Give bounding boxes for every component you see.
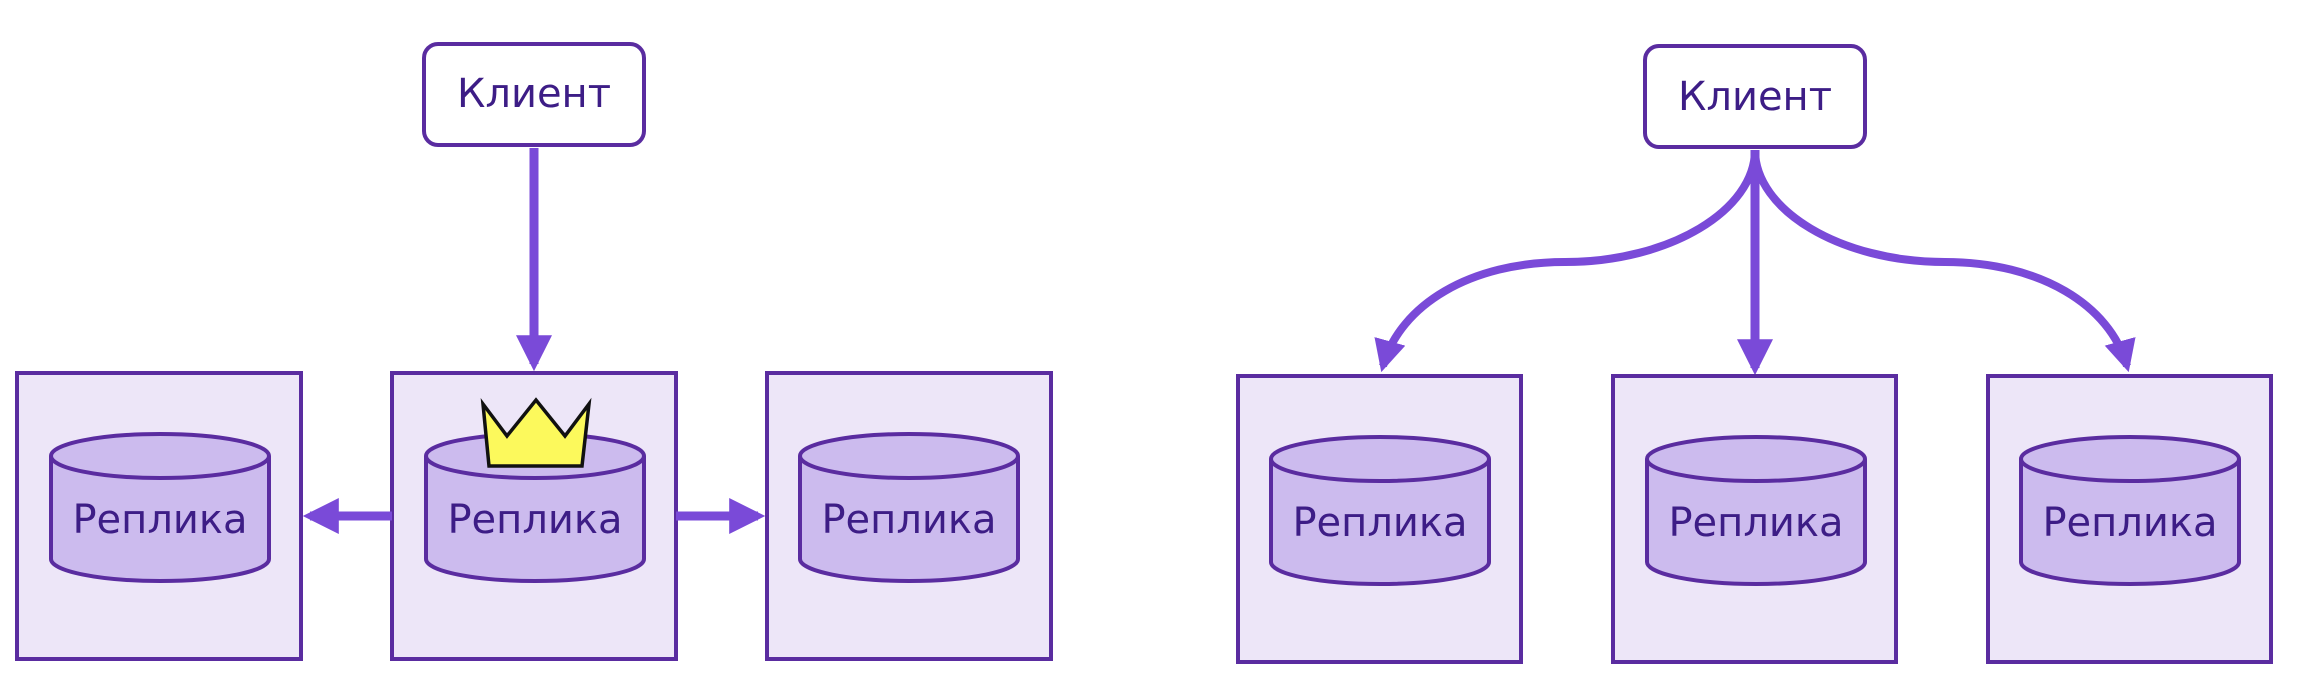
- crown-icon: [480, 397, 592, 468]
- database-cylinder-icon: [1269, 435, 1491, 586]
- right-replica-2: Реплика: [1611, 374, 1898, 664]
- right-replica-3: Реплика: [1986, 374, 2273, 664]
- database-cylinder-icon: [798, 432, 1020, 583]
- database-cylinder-icon: [2019, 435, 2241, 586]
- left-replica-1-label: Реплика: [72, 497, 247, 543]
- left-replica-1: Реплика: [15, 371, 303, 661]
- left-replica-3-label: Реплика: [821, 497, 996, 543]
- right-replica-1: Реплика: [1236, 374, 1523, 664]
- database-cylinder-icon: [1645, 435, 1867, 586]
- right-diagram: Клиент Реплика Реплика: [1236, 44, 2273, 664]
- left-diagram: Клиент Реплика Реплика: [15, 42, 1053, 661]
- database-cylinder-icon: [49, 432, 271, 583]
- left-replica-3: Реплика: [765, 371, 1053, 661]
- right-replica-3-label: Реплика: [2042, 500, 2217, 546]
- right-client-to-replica-3-arrow: [1751, 149, 2136, 373]
- left-replica-2-leader: Реплика: [390, 371, 678, 661]
- left-replica-2-label: Реплика: [447, 497, 622, 543]
- right-client-box: Клиент: [1643, 44, 1867, 149]
- right-replica-1-label: Реплика: [1292, 500, 1467, 546]
- right-client-label: Клиент: [1678, 74, 1832, 120]
- left-client-label: Клиент: [457, 71, 611, 117]
- right-client-to-replica-1-arrow: [1374, 149, 1759, 373]
- right-replica-2-label: Реплика: [1668, 500, 1843, 546]
- left-client-box: Клиент: [422, 42, 646, 147]
